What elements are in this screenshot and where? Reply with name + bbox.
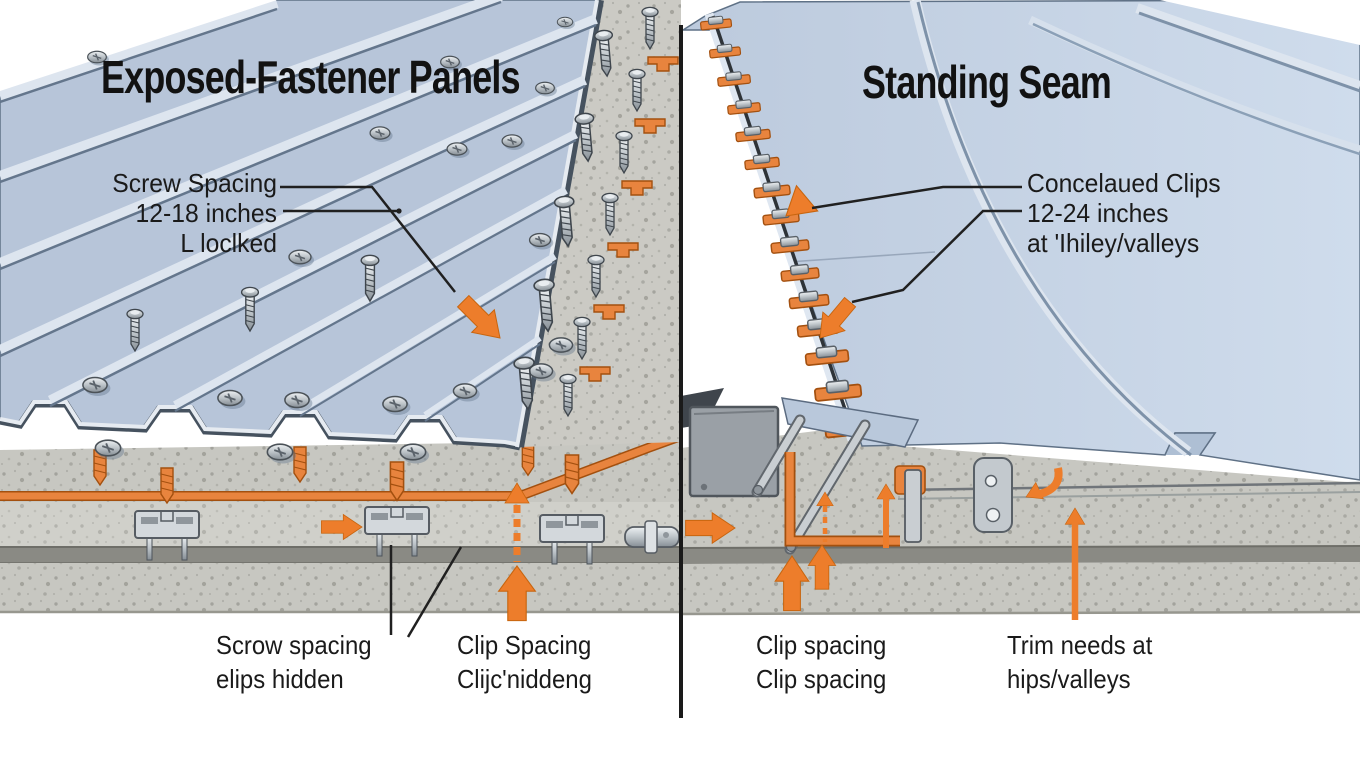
bottom-label-line: Clijc'niddeng — [457, 664, 592, 694]
bottom-label-line: elips hidden — [216, 664, 344, 694]
trim-needs-bottom-label: Trim needs at hips/valleys — [1007, 628, 1152, 696]
standing-seam-panels — [680, 0, 1360, 481]
bottom-label-line: hips/valleys — [1007, 664, 1131, 694]
bottom-label-line: Trim needs at — [1007, 630, 1153, 660]
curved-arrow-shaft — [1038, 467, 1063, 498]
bottom-label-line: Clip spacing — [756, 664, 887, 694]
exposed-fastener-panels — [0, 0, 681, 465]
panel-ribs — [0, 0, 598, 422]
deck-strip — [520, 0, 681, 447]
callout-line: at 'Ihiley/valleys — [1027, 228, 1200, 258]
clip-spacing-bottom-label-right: Clip spacing Clip spacing — [756, 628, 886, 696]
callout-line: L loclked — [180, 228, 277, 258]
bottom-label-line: Clip Spacing — [457, 630, 592, 660]
callout-line: Concelaued Clips — [1027, 168, 1221, 198]
screw-spacing-bottom-label: Scrow spacing elips hidden — [216, 628, 372, 696]
concealed-clip-row — [699, 12, 877, 443]
callout-line: Screw Spacing — [112, 168, 277, 198]
callout-line: 12-18 inches — [135, 198, 277, 228]
bottom-label-line: Scrow spacing — [216, 630, 372, 660]
concealed-clips-callout: Concelaued Clips 12-24 inches at 'Ihiley… — [1027, 168, 1221, 258]
left-panel-title: Exposed-Fastener Panels — [101, 51, 521, 103]
eave-detail — [681, 388, 1013, 555]
seam-ribs — [787, 0, 1360, 457]
bottom-label-line: Clip spacing — [756, 630, 887, 660]
clip-spacing-bottom-label-left: Clip Spacing Clijc'niddeng — [457, 628, 592, 696]
right-panel-title: Standing Seam — [862, 56, 1112, 108]
leader-lines — [280, 185, 1022, 638]
divider-line — [679, 25, 683, 718]
callout-line: 12-24 inches — [1027, 198, 1169, 228]
screw-spacing-callout: Screw Spacing 12-18 inches L loclked — [51, 168, 277, 258]
